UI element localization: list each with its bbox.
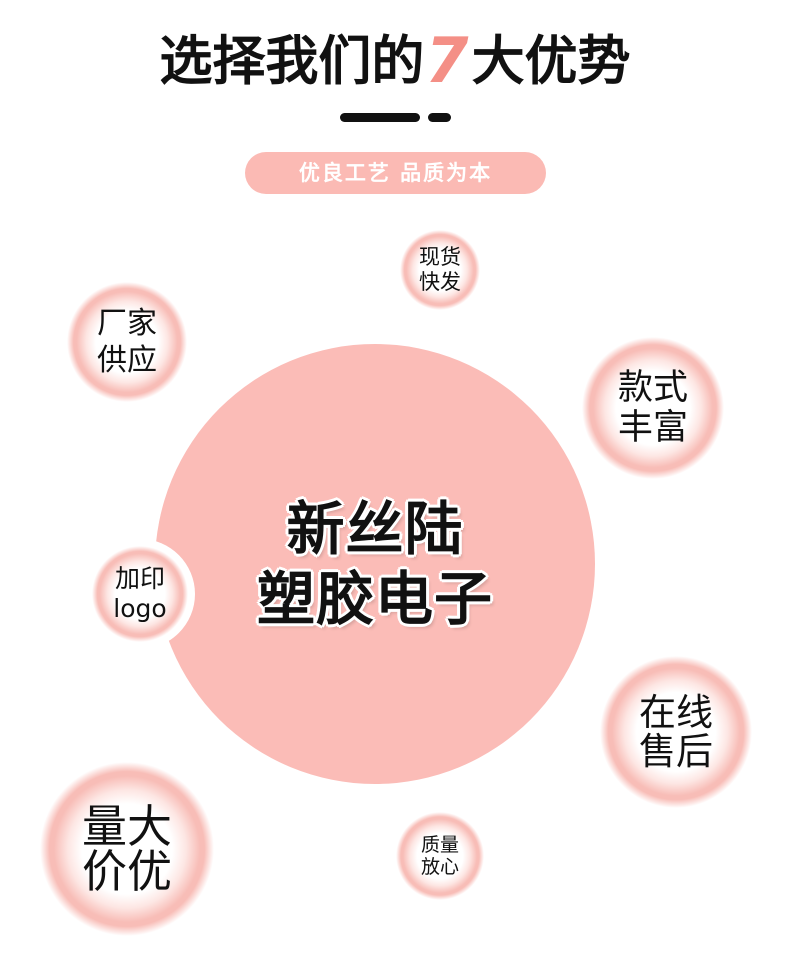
advantage-bubble-online-after-sales: 在线 售后 [600,656,752,808]
title-text-before: 选择我们的 [159,31,425,92]
bubble-line1: 质量 [420,834,459,856]
bubble-line2: 售后 [639,730,713,773]
advantage-bubble-rich-styles: 款式 丰富 [582,337,724,479]
advantage-bubble-custom-logo: 加印 logo [92,546,188,642]
title-text-after: 大优势 [471,31,631,92]
divider-bar-long [340,113,420,122]
advantage-bubble-bulk-discount: 量大 价优 [40,762,214,936]
advantage-bubble-in-stock-fast-shipping: 现货 快发 [400,230,480,310]
center-brand-line2: 塑胶电子 [256,565,493,633]
bubble-line1: 在线 [639,691,713,734]
bubble-line2: 价优 [81,845,172,898]
page-title: 选择我们的7大优势 [0,26,790,94]
tagline-pill: 优良工艺 品质为本 [245,152,546,194]
center-brand-line1: 新丝陆 [286,495,464,563]
bubble-line2: logo [113,594,167,623]
bubble-line2: 放心 [420,856,459,878]
center-circle: 新丝陆 塑胶电子 [155,344,595,784]
bubble-line1: 量大 [81,800,172,853]
bubble-line2: 丰富 [617,408,688,448]
bubble-line1: 现货 [419,245,461,269]
bubble-line2: 快发 [419,270,461,294]
advantage-bubble-factory-direct: 厂家 供应 [67,282,187,402]
bubble-line1: 款式 [617,368,688,408]
divider-bar-short [428,113,451,122]
bubble-line2: 供应 [97,343,157,378]
tagline-text: 优良工艺 品质为本 [298,161,493,185]
advantage-bubble-quality-assured: 质量 放心 [396,812,484,900]
center-brand: 新丝陆 塑胶电子 [155,494,595,634]
bubble-line1: 厂家 [97,306,157,341]
bubble-line1: 加印 [114,564,165,593]
title-number: 7 [425,24,469,97]
